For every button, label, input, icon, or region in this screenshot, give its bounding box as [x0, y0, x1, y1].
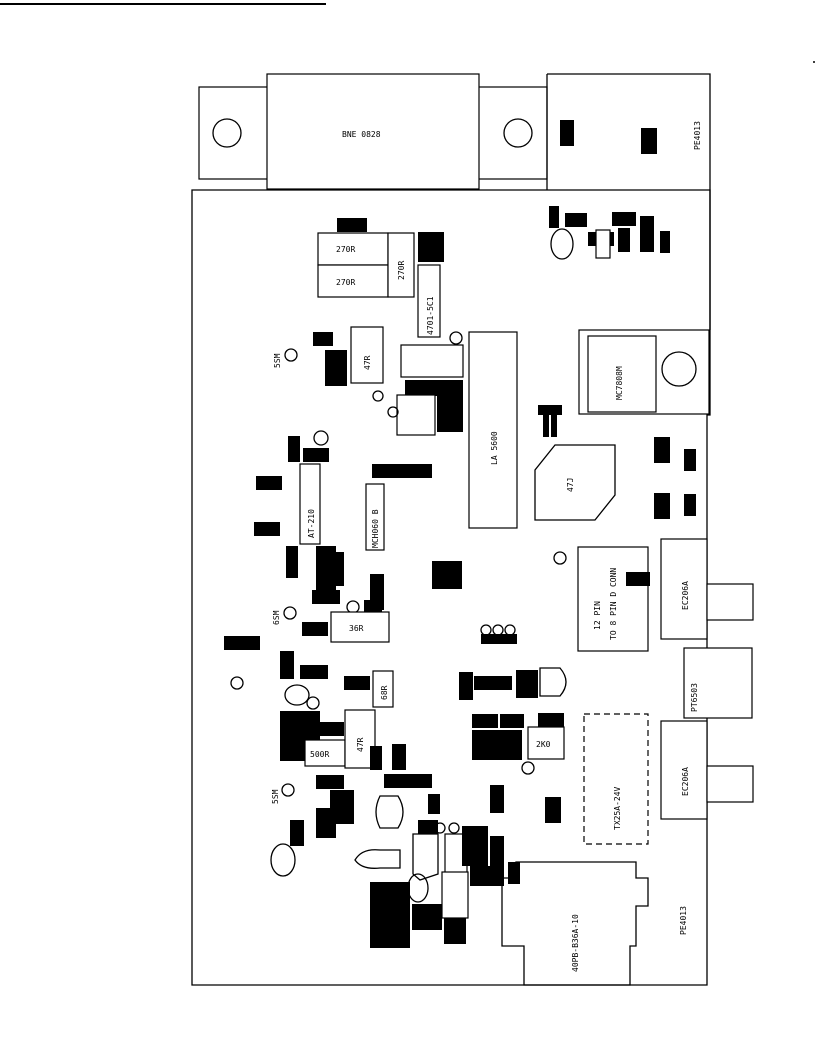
cluster-47r-top: 47R 5SM [273, 327, 463, 435]
capacitor-47j: 47J [535, 405, 615, 520]
r2k0-label: 2K0 [536, 740, 551, 749]
pe-top-label: PE4013 [693, 121, 702, 150]
r270a-label: 270R [336, 245, 355, 254]
left-lower-cluster: 68R 500R 47R 5SM [224, 636, 440, 876]
bottom-cluster [370, 820, 520, 948]
ssm-c-label: 5SM [271, 789, 280, 804]
mch-label: MCH060 B [371, 509, 380, 548]
conn12-label: 12 PIN [593, 601, 602, 630]
top-heatsink-ic: BNE 0828 [199, 74, 547, 189]
pt-label: PT6503 [690, 683, 699, 712]
header-40pb: 40PB-B36A-10 PE4013 [502, 862, 688, 985]
r270b-label: 270R [336, 278, 355, 287]
r36-label: 36R [349, 624, 364, 633]
at210-section: AT-210 MCH060 B 36R 6SM [254, 431, 462, 642]
ssm-a-label: 5SM [273, 353, 282, 368]
ec-a-label: EC206A [681, 581, 690, 610]
ssm-b-label: 6SM [272, 610, 281, 625]
ec-b-label: EC206A [681, 767, 690, 796]
r4701-label: 4701-5C1 [426, 296, 435, 335]
r68-label: 68R [380, 685, 389, 700]
right-connectors: EC206A PT6503 EC206A [661, 539, 753, 819]
ic-top-label: BNE 0828 [342, 130, 381, 139]
ic-la-label: LA 5600 [490, 431, 499, 465]
dot-mark [813, 61, 815, 63]
ic-la5600: LA 5600 [469, 332, 517, 528]
tx-label: TX25A-24V [613, 786, 622, 830]
reg-label: MC7808M [615, 366, 624, 400]
regulator-module: MC7808M [579, 330, 709, 414]
at-label: AT-210 [307, 509, 316, 538]
r47a-label: 47R [363, 355, 372, 370]
resistor-block-270r: 270R 270R 270R 4701-5C1 [318, 218, 444, 337]
conn12b-label: TO 8 PIN D CONN [609, 568, 618, 640]
hdr-label: 40PB-B36A-10 [571, 914, 580, 972]
r500-label: 500R [310, 750, 329, 759]
r270c-label: 270R [397, 261, 406, 280]
transformer-tx25a: TX25A-24V [584, 714, 648, 844]
r47b-label: 47R [356, 737, 365, 752]
cap47j-label: 47J [566, 478, 575, 492]
pe-bot-label: PE4013 [679, 906, 688, 935]
center-parts: 2K0 [459, 625, 566, 823]
top-right-board: PE4013 [547, 74, 710, 330]
